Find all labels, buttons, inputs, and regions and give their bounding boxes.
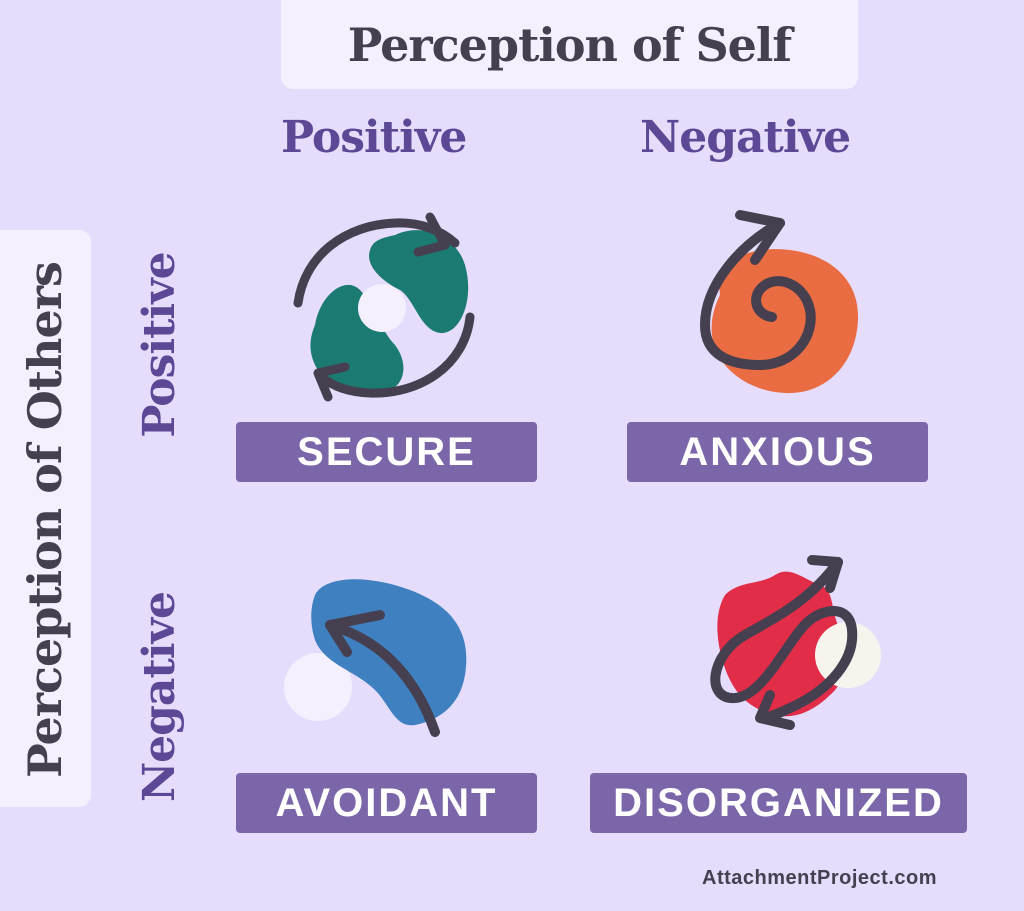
side-title: Perception of Others xyxy=(18,262,72,778)
tangled-arrows-icon xyxy=(710,555,881,730)
title-box: Perception of Self xyxy=(281,0,858,89)
quadrant-label-avoidant: AVOIDANT xyxy=(236,773,537,833)
quadrant-label-disorganized: DISORGANIZED xyxy=(590,773,967,833)
page-title: Perception of Self xyxy=(347,17,792,72)
column-header-positive: Positive xyxy=(281,112,467,163)
side-title-box xyxy=(0,230,91,807)
spiral-arrow-icon xyxy=(699,210,859,394)
row-header-negative: Negative xyxy=(134,591,185,803)
cycle-arrows-icon xyxy=(293,212,475,402)
curved-arrow-away-icon xyxy=(284,579,467,737)
quadrant-label-secure: SECURE xyxy=(236,422,537,482)
row-header-positive: Positive xyxy=(134,252,185,438)
column-header-negative: Negative xyxy=(640,112,851,163)
brand-footer: AttachmentProject.com xyxy=(702,867,937,889)
quadrant-label-anxious: ANXIOUS xyxy=(627,422,928,482)
